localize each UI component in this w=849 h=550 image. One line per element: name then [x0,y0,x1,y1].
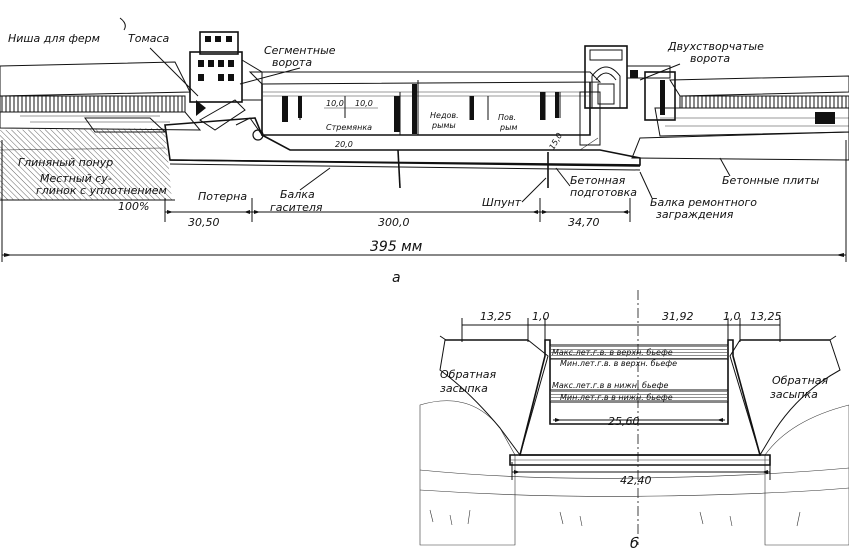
dim-34-70: 34,70 [568,216,600,229]
upper-head-tower [189,31,263,116]
figure-a: Ниша для ферм Томаса Сегментные ворота Д… [0,17,849,286]
dim-30-50: 30,50 [188,216,220,229]
label-balka-gasitelya-2: гасителя [270,201,323,214]
dim-inner-bottom: 25,60 [608,415,640,428]
label-segment-gates-1: Сегментные [264,44,336,57]
level-min-upper: Мин.лет.г.в. в верхн. бьефе [560,359,677,368]
lower-head-tower [579,45,676,146]
dim-left-13-25: 13,25 [480,310,512,323]
label-double-gates-2: ворота [690,52,730,65]
label-local-soil-2: глинок с уплотнением [36,184,167,197]
label-plav-1: Пов. [498,113,516,122]
label-poterna: Потерна [198,190,247,203]
label-nedov-2: рымы [431,121,456,130]
label-nedov-1: Недов. [430,111,459,120]
label-segment-gates-2: ворота [272,56,312,69]
level-max-lower: Макс.лет.г.в в нижн. бьефе [552,381,668,390]
dim-base: 42,40 [620,474,652,487]
label-tomasa: Томаса [128,32,170,45]
dim-wall-right: 1,0 [723,310,741,323]
figure-a-labels: Ниша для ферм Томаса Сегментные ворота Д… [8,17,820,221]
soil-left [0,128,175,201]
chamber-walls [248,71,602,151]
backfill-left-1: Обратная [440,368,497,381]
label-nisha: Ниша для ферм [8,32,100,45]
downstream-terrain [631,75,849,161]
dim-20: 20,0 [335,140,353,149]
label-local-soil-1: Местный су- [40,172,112,185]
upstream-terrain [0,61,202,133]
level-max-upper: Макс.лет.г.в. в верхн. бьефе [552,348,673,357]
label-concrete-base-1: Бетонная [570,174,626,187]
backfill-right-2: засыпка [770,388,818,401]
label-shpunt: Шпунт [482,196,522,209]
dim-right-13-25: 13,25 [750,310,782,323]
label-clay: Глиняный понур [18,156,113,169]
backfill-left-2: засыпка [440,382,488,395]
dim-10-a: 10,0 [326,99,344,108]
label-concrete-slabs: Бетонные плиты [722,174,820,187]
label-concrete-base-2: подготовка [570,186,637,199]
label-double-gates-1: Двухстворчатые [667,40,764,53]
label-balka-remont-2: заграждения [656,208,734,221]
figure-b-dimensions: 13,25 1,0 31,92 1,0 13,25 25,60 42,40 [461,310,782,487]
dim-total: 395 мм [370,239,423,255]
label-plav-2: рым [499,123,517,132]
level-min-lower: Мин.лет.г.в в нижн. бьефе [560,393,673,402]
label-balka-remont-1: Балка ремонтного [650,196,757,209]
dim-wall-left: 1,0 [532,310,550,323]
natural-ground [419,400,849,546]
dim-300: 300,0 [378,216,410,229]
dim-chamber: 31,92 [662,310,694,323]
dim-10-b: 10,0 [355,99,373,108]
caption-b: б [630,536,639,550]
figure-b: Макс.лет.г.в. в верхн. бьефе Мин.лет.г.в… [419,290,849,550]
foundation [164,99,641,189]
water-levels: Макс.лет.г.в. в верхн. бьефе Мин.лет.г.в… [550,344,728,403]
label-balka-gasitelya-1: Балка [280,188,315,201]
concrete-slabs-area [631,131,849,161]
caption-a: а [392,270,401,286]
label-local-soil-3: 100% [118,200,149,213]
figure-b-labels: Обратная засыпка Обратная засыпка б [440,368,829,550]
figure-a-dimensions: 30,50 300,0 34,70 395 мм а [1,140,847,286]
backfill-right-1: Обратная [772,374,829,387]
label-stremyanka: Стремянка [326,123,372,132]
backfill [439,335,841,457]
